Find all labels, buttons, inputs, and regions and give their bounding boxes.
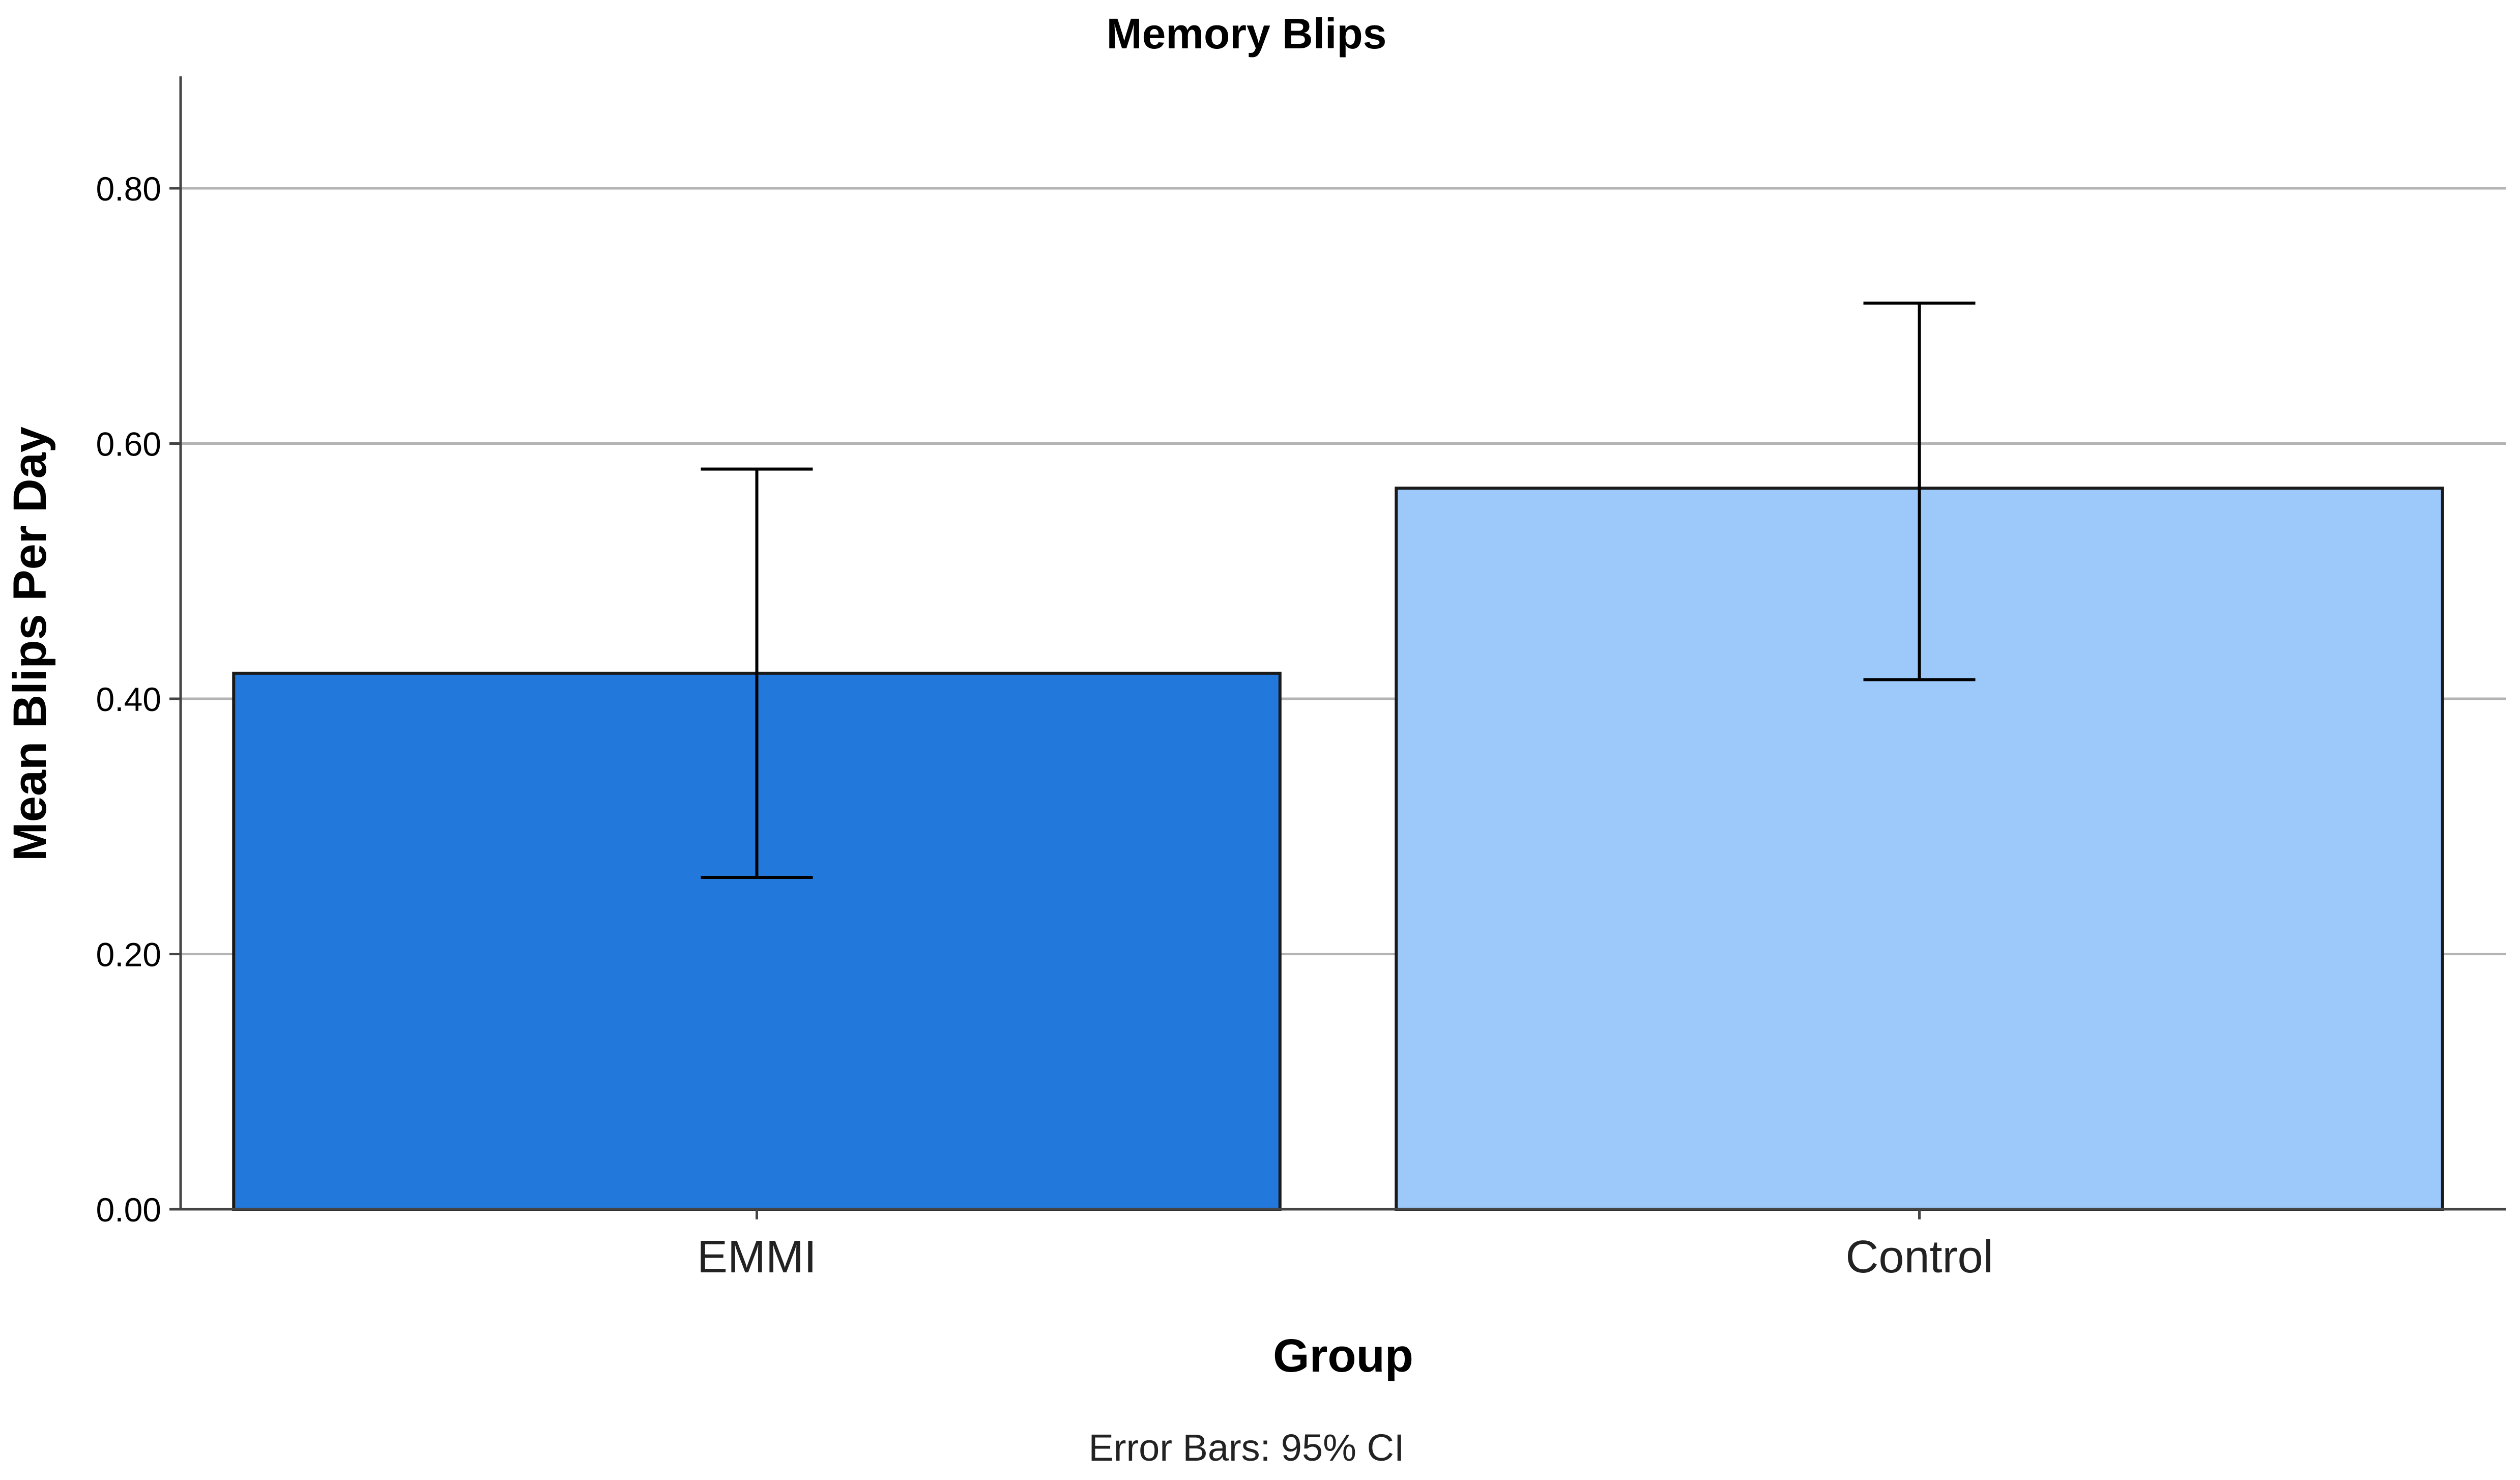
- y-tick-labels: 0.00 0.20 0.40 0.60 0.80: [96, 170, 181, 1229]
- footnote: Error Bars: 95% CI: [1089, 1427, 1405, 1469]
- error-bars: [701, 301, 1976, 879]
- y-tick-label: 0.20: [96, 936, 161, 974]
- y-tick-label: 0.40: [96, 680, 161, 718]
- y-axis-title: Mean Blips Per Day: [4, 426, 56, 861]
- chart-title: Memory Blips: [1107, 10, 1387, 58]
- x-tick-label: Control: [1845, 1232, 1993, 1283]
- y-tick-label: 0.00: [96, 1191, 161, 1229]
- y-tick-label: 0.60: [96, 425, 161, 463]
- x-axis-title: Group: [1273, 1330, 1413, 1382]
- x-tick-labels: EMMI Control: [697, 1209, 1993, 1283]
- x-tick-label: EMMI: [697, 1232, 817, 1283]
- y-tick-label: 0.80: [96, 170, 161, 208]
